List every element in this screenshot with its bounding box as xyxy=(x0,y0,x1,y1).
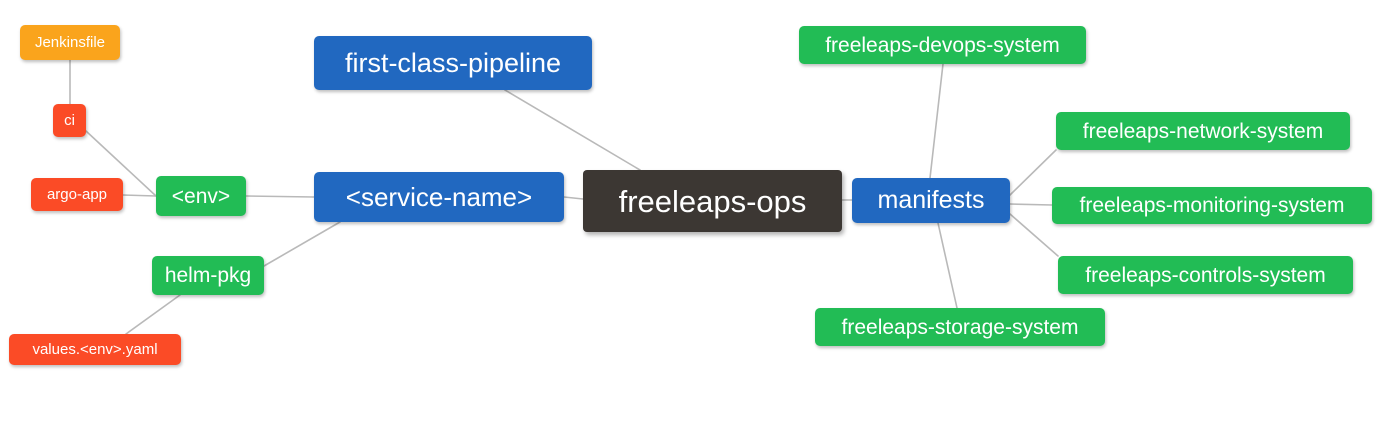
node-service-name[interactable]: <service-name> xyxy=(314,172,564,222)
node-label-devops: freeleaps-devops-system xyxy=(825,33,1060,57)
node-monitoring[interactable]: freeleaps-monitoring-system xyxy=(1052,187,1372,224)
node-label-service-name: <service-name> xyxy=(345,182,533,212)
node-label-env: <env> xyxy=(171,184,231,208)
node-helm-pkg[interactable]: helm-pkg xyxy=(152,256,264,295)
edge-service-name-to-freeleaps-ops xyxy=(563,196,584,200)
node-label-values-yaml: values.<env>.yaml xyxy=(32,341,158,358)
edge-manifests-to-network xyxy=(1009,149,1057,196)
edge-helm-pkg-to-values-yaml xyxy=(125,294,181,335)
node-jenkinsfile[interactable]: Jenkinsfile xyxy=(20,25,120,60)
edge-env-to-service-name xyxy=(245,195,315,198)
node-label-helm-pkg: helm-pkg xyxy=(164,264,252,287)
edge-manifests-to-devops xyxy=(929,63,944,179)
node-label-argo-app: argo-app xyxy=(46,186,108,203)
node-values-yaml[interactable]: values.<env>.yaml xyxy=(9,334,181,365)
edge-service-name-to-helm-pkg xyxy=(263,221,341,267)
edge-manifests-to-storage xyxy=(937,222,958,309)
edge-argo-app-to-env xyxy=(122,194,157,197)
node-label-freeleaps-ops: freeleaps-ops xyxy=(618,183,807,219)
node-label-controls: freeleaps-controls-system xyxy=(1085,263,1326,287)
node-label-storage: freeleaps-storage-system xyxy=(841,315,1079,339)
node-label-ci: ci xyxy=(64,112,75,129)
node-argo-app[interactable]: argo-app xyxy=(31,178,123,211)
node-label-network: freeleaps-network-system xyxy=(1082,119,1324,143)
node-label-pipeline: first-class-pipeline xyxy=(344,47,562,78)
edge-manifests-to-controls xyxy=(1009,213,1059,257)
node-label-monitoring: freeleaps-monitoring-system xyxy=(1079,194,1345,217)
node-ci[interactable]: ci xyxy=(53,104,86,137)
node-devops[interactable]: freeleaps-devops-system xyxy=(799,26,1086,64)
node-label-jenkinsfile: Jenkinsfile xyxy=(34,34,106,51)
node-freeleaps-ops[interactable]: freeleaps-ops xyxy=(583,170,842,232)
node-storage[interactable]: freeleaps-storage-system xyxy=(815,308,1105,346)
node-label-manifests: manifests xyxy=(877,186,985,214)
node-env[interactable]: <env> xyxy=(156,176,246,216)
edge-pipeline-to-freeleaps-ops xyxy=(504,89,641,171)
node-network[interactable]: freeleaps-network-system xyxy=(1056,112,1350,150)
node-manifests[interactable]: manifests xyxy=(852,178,1010,223)
node-controls[interactable]: freeleaps-controls-system xyxy=(1058,256,1353,294)
node-pipeline[interactable]: first-class-pipeline xyxy=(314,36,592,90)
edge-manifests-to-monitoring xyxy=(1009,203,1053,206)
